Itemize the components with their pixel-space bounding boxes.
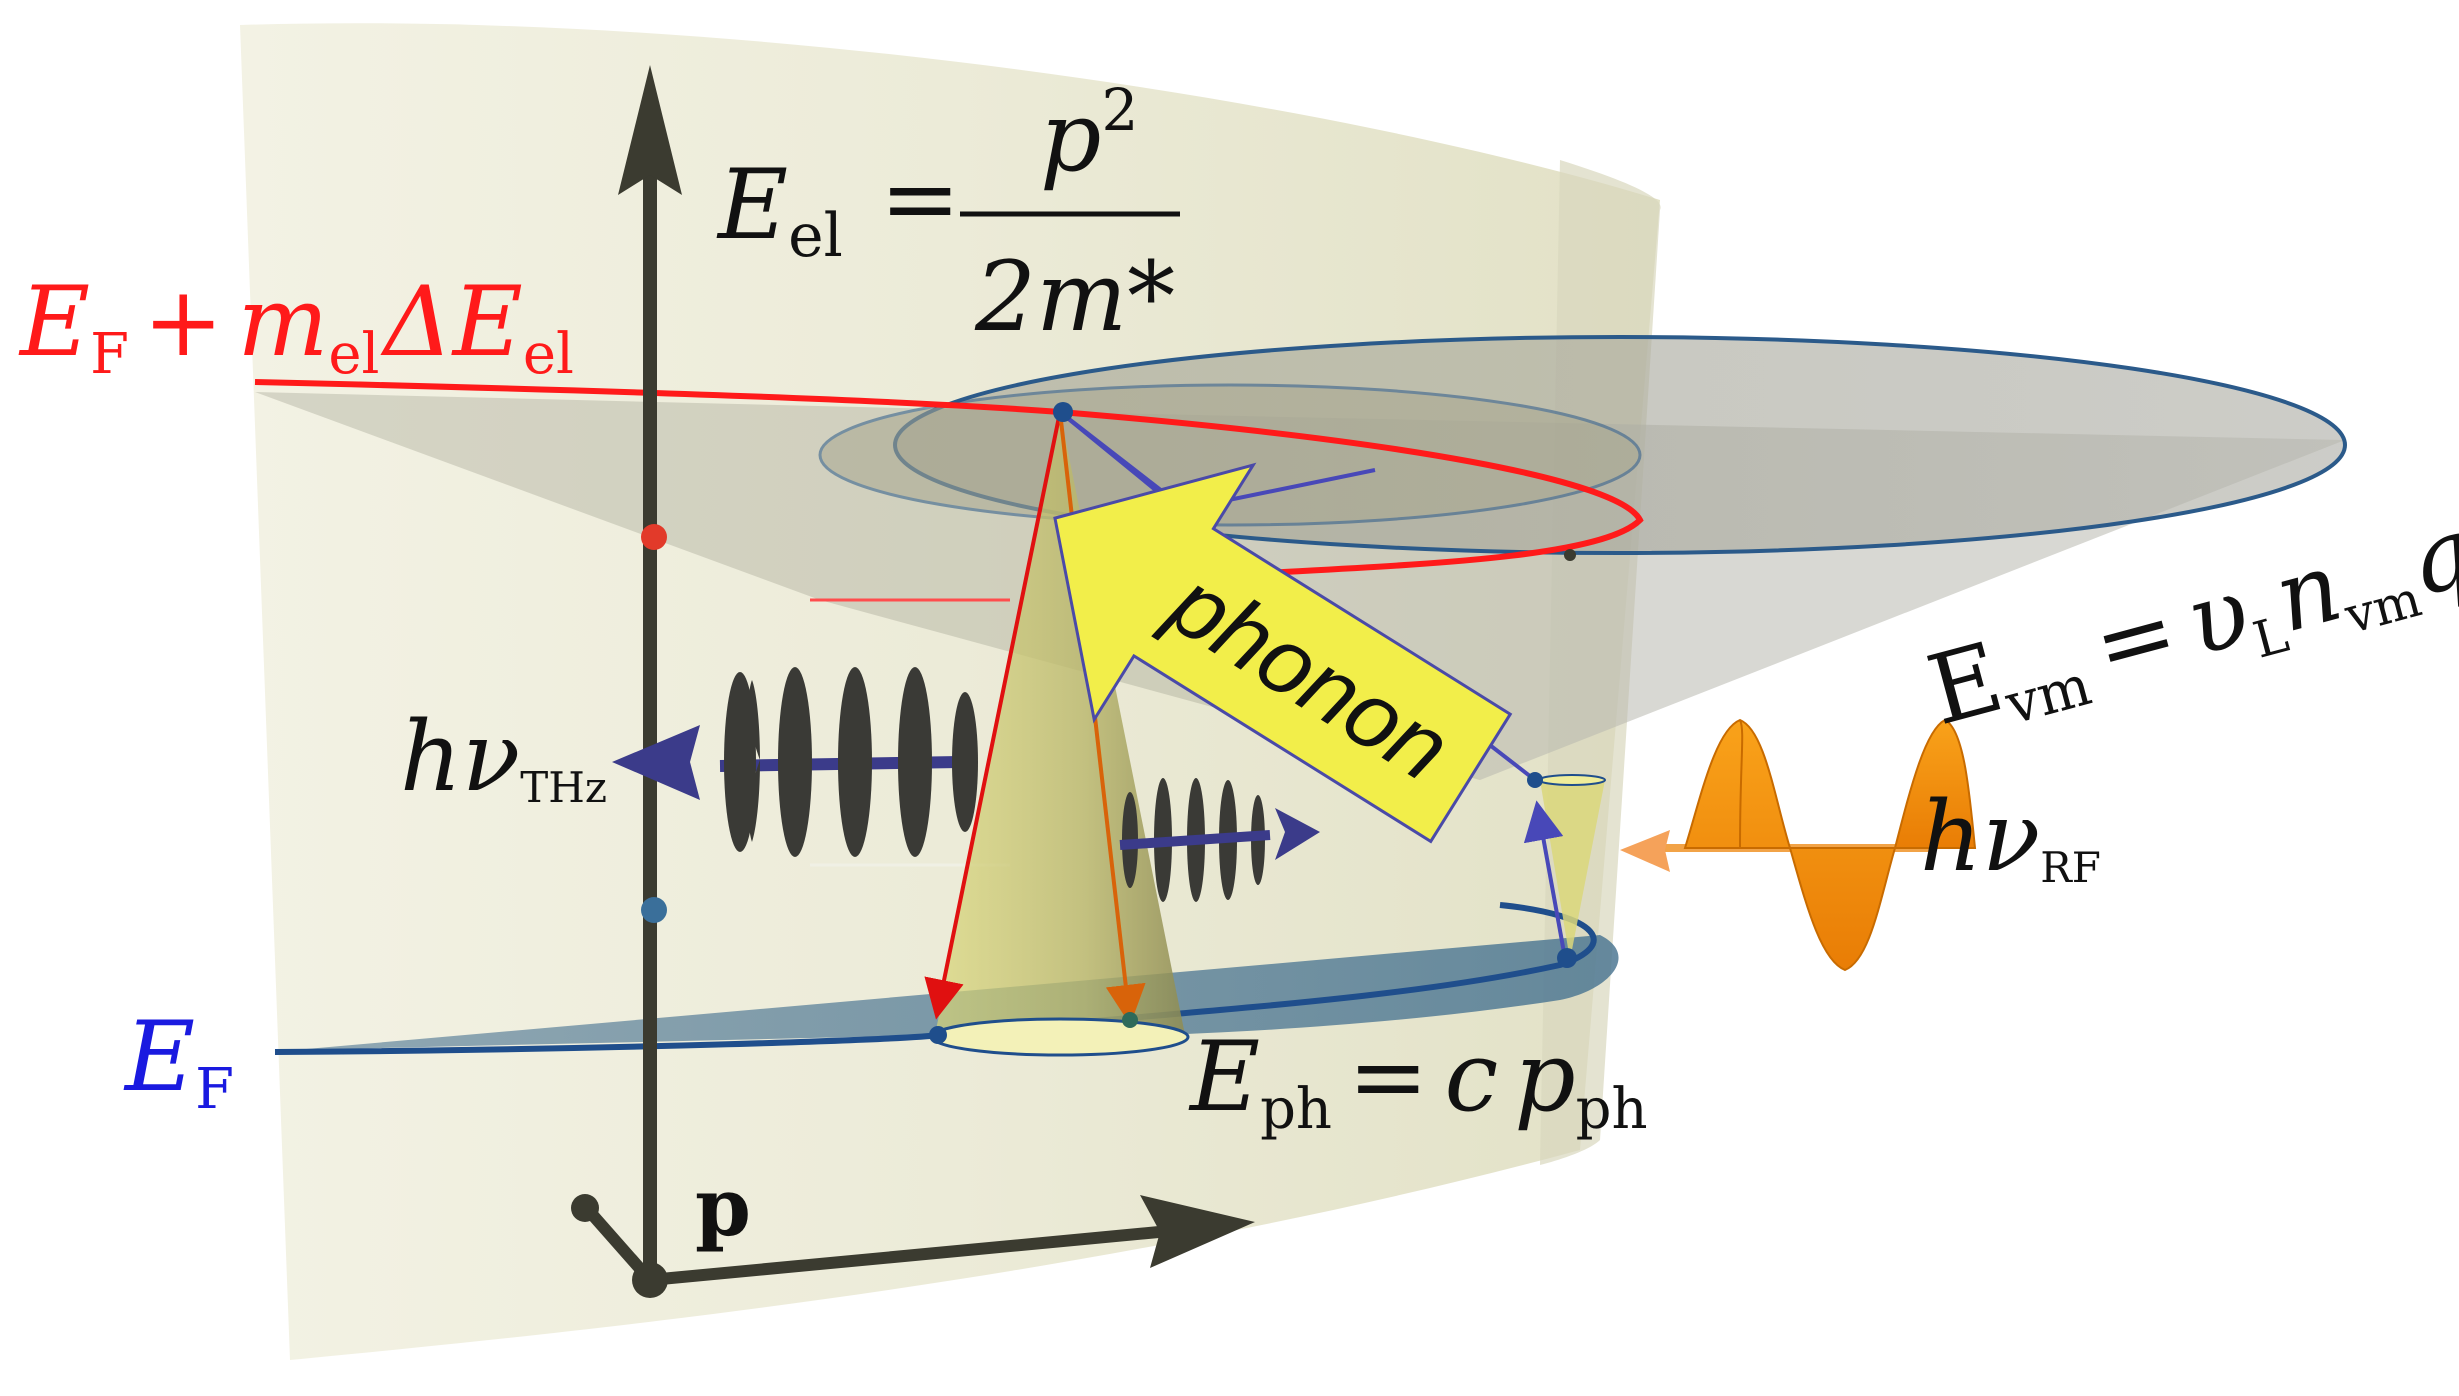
- fermi-level-label: EF: [123, 1001, 234, 1122]
- photon-cone: [935, 412, 1185, 1054]
- rf-small-cone-top: [1538, 774, 1606, 786]
- rf-wave: [1620, 718, 1977, 972]
- thz-wave-packet: [612, 667, 978, 857]
- top-node: [1053, 402, 1073, 422]
- momentum-axis: [649, 1224, 1181, 1286]
- rf-photon-label: hνRF: [1920, 781, 2101, 893]
- svg-text:=: =: [880, 143, 960, 255]
- blue-level-dot: [641, 897, 667, 923]
- rf-arrowhead: [1620, 830, 1670, 872]
- svg-text:2m*: 2m*: [974, 241, 1175, 353]
- red-level-dot: [641, 524, 667, 550]
- energy-axis-arrowhead: [618, 65, 682, 195]
- origin-dot: [632, 1262, 668, 1298]
- bottom-mid-node: [1122, 1012, 1138, 1028]
- emitted-wave-packet: [1119, 778, 1320, 902]
- photon-cone-base: [930, 1017, 1190, 1057]
- svg-text:hνTHz: hνTHz: [400, 701, 607, 813]
- svg-text:EF: EF: [123, 1001, 234, 1122]
- svg-text:Eel: Eel: [716, 149, 843, 271]
- inner-red-disc: [818, 383, 1642, 527]
- momentum-axis-label: p: [695, 1160, 751, 1254]
- bottom-left-node: [929, 1026, 947, 1044]
- svg-text:EF+melΔEel: EF+melΔEel: [18, 266, 574, 387]
- svg-text:p2: p2: [1040, 76, 1138, 193]
- red-energy-level: [254, 379, 1644, 578]
- thz-photon-label: hνTHz: [400, 701, 607, 813]
- grey-cone-left-sheet: [255, 392, 1480, 780]
- disc-edge-node: [1564, 549, 1576, 561]
- rf-up-arrow: [1523, 800, 1567, 959]
- rf-top-node: [1527, 772, 1543, 788]
- depth-axis-tip: [571, 1194, 599, 1222]
- emitted-arrowhead: [1275, 808, 1320, 860]
- rf-bottom-node: [1557, 948, 1577, 968]
- excited-level-label: EF+melΔEel: [18, 266, 574, 387]
- momentum-axis-arrowhead: [1140, 1195, 1255, 1268]
- red-transition-arrow: [924, 411, 1062, 1020]
- svg-text:hνRF: hνRF: [1920, 781, 2101, 893]
- electron-dispersion-formula: Eel = p2 2m*: [716, 76, 1180, 353]
- thz-arrowhead: [612, 725, 700, 800]
